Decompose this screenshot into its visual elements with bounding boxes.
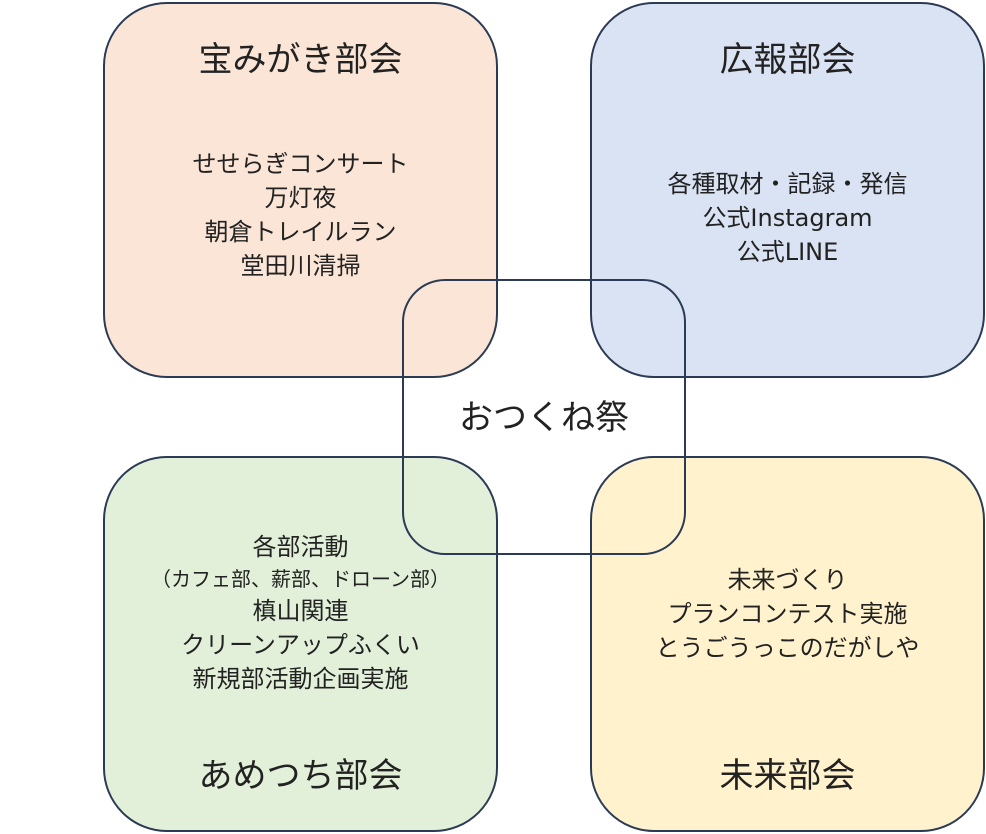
- group-item: とうごうっこのだがしや: [655, 634, 920, 662]
- group-items-mirai: 未来づくり プランコンテスト実施 とうごうっこのだがしや: [592, 563, 983, 665]
- group-item: 堂田川清掃: [240, 252, 361, 280]
- group-box-ametsuchi: 各部活動 （カフェ部、薪部、ドローン部） 槙山関連 クリーンアップふくい 新規部…: [103, 456, 498, 832]
- group-item: クリーンアップふくい: [181, 631, 420, 659]
- group-item-note: （カフェ部、薪部、ドローン部）: [151, 567, 450, 591]
- group-title-kouhou: 広報部会: [719, 40, 856, 80]
- group-item: プランコンテスト実施: [667, 600, 908, 628]
- group-item: 各種取材・記録・発信: [667, 170, 908, 198]
- center-label: おつくね祭: [459, 398, 629, 438]
- group-items-kouhou: 各種取材・記録・発信 公式Instagram 公式LINE: [592, 167, 983, 269]
- group-box-kouhou: 広報部会 各種取材・記録・発信 公式Instagram 公式LINE: [590, 2, 985, 378]
- group-item: 万灯夜: [264, 184, 337, 212]
- group-item: 未来づくり: [727, 566, 848, 594]
- group-item: 新規部活動企画実施: [192, 665, 409, 693]
- group-item: 各部活動: [252, 533, 349, 561]
- group-item: 公式LINE: [736, 238, 839, 266]
- group-item: せせらぎコンサート: [192, 150, 409, 178]
- group-box-takaramigaki: 宝みがき部会 せせらぎコンサート 万灯夜 朝倉トレイルラン 堂田川清掃: [103, 2, 498, 378]
- group-items-takaramigaki: せせらぎコンサート 万灯夜 朝倉トレイルラン 堂田川清掃: [105, 147, 496, 283]
- group-title-ametsuchi: あめつち部会: [198, 756, 403, 796]
- group-item: 槙山関連: [252, 597, 349, 625]
- group-title-takaramigaki: 宝みがき部会: [198, 40, 403, 80]
- group-items-ametsuchi: 各部活動 （カフェ部、薪部、ドローン部） 槙山関連 クリーンアップふくい 新規部…: [105, 530, 496, 696]
- group-item: 朝倉トレイルラン: [204, 218, 397, 246]
- group-item: 公式Instagram: [702, 204, 873, 232]
- group-title-mirai: 未来部会: [719, 756, 856, 796]
- group-box-mirai: 未来づくり プランコンテスト実施 とうごうっこのだがしや 未来部会: [590, 456, 985, 832]
